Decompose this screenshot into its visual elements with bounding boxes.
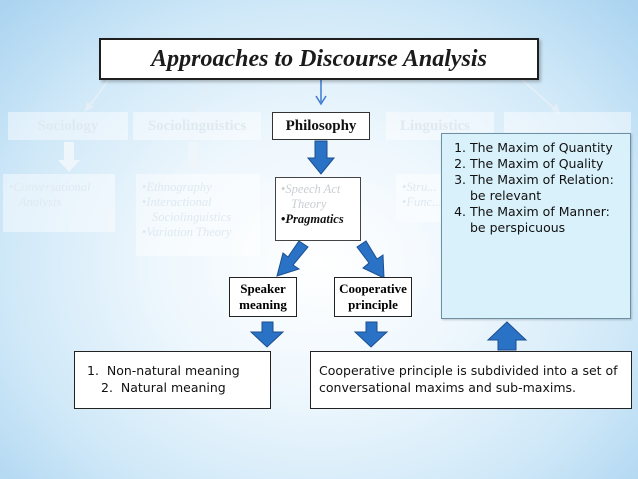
subtopic-speech-act: Speech Act Theory — [281, 182, 355, 212]
sociolinguistics-subtopic-1: Interactional Sociolinguistics — [142, 195, 254, 225]
page-title: Approaches to Discourse Analysis — [99, 38, 539, 80]
maxim-quantity: The Maxim of Quantity — [470, 140, 624, 156]
category-sociolinguistics: Sociolinguistics — [133, 112, 261, 140]
sociolinguistics-subtopic-0: Ethnography — [142, 180, 254, 195]
cooperative-note-box: Cooperative principle is subdivided into… — [310, 351, 632, 409]
block-arrow-cooperative-note — [353, 321, 389, 348]
arrow-head-philosophy — [315, 95, 327, 106]
maxims-list-box: The Maxim of Quantity The Maxim of Quali… — [441, 133, 631, 319]
block-arrow-meaning-types — [249, 321, 285, 348]
cooperative-principle-box: Cooperative principle — [334, 277, 412, 317]
block-arrow-philosophy — [306, 140, 336, 175]
maxim-quality: The Maxim of Quality — [470, 156, 624, 172]
subtopic-structural: Stru... — [402, 180, 442, 195]
arrow-head-sociology — [84, 102, 94, 112]
subtopic-pragmatics: Pragmatics — [281, 212, 355, 227]
sociolinguistics-subtopics: EthnographyInteractional Sociolinguistic… — [136, 174, 260, 256]
philosophy-subtopics: Speech Act Theory Pragmatics — [275, 177, 361, 241]
block-arrow-maxims — [486, 321, 528, 351]
arrow-to-right-category — [519, 77, 557, 111]
meaning-types-box: 1. Non-natural meaning 2. Natural meanin… — [74, 351, 271, 409]
category-philosophy: Philosophy — [272, 112, 370, 140]
block-arrow-speaker-meaning — [276, 240, 309, 277]
linguistics-subtopics: Stru... Func... — [396, 174, 448, 222]
category-sociology: Sociology — [8, 112, 128, 140]
sociology-subtopics: Conversational Analysis — [3, 174, 115, 232]
sociology-subtopic-0: Conversational Analysis — [9, 180, 109, 210]
block-arrow-sociolinguistics — [182, 142, 204, 172]
meaning-type-1: 1. Non-natural meaning — [87, 363, 240, 378]
meaning-type-2: 2. Natural meaning — [101, 380, 226, 395]
sociolinguistics-subtopic-2: Variation Theory — [142, 225, 254, 240]
block-arrow-cooperative — [356, 240, 385, 279]
arrow-head-sociolinguistics — [192, 102, 200, 112]
speaker-meaning-box: Speaker meaning — [229, 277, 297, 317]
block-arrow-sociology — [58, 142, 80, 172]
maxim-relation: The Maxim of Relation: be relevant — [470, 172, 624, 204]
arrow-to-sociolinguistics — [195, 79, 211, 109]
subtopic-functional: Func... — [402, 195, 442, 210]
arrow-to-sociology — [87, 77, 111, 109]
maxim-manner: The Maxim of Manner: be perspicuous — [470, 204, 624, 236]
